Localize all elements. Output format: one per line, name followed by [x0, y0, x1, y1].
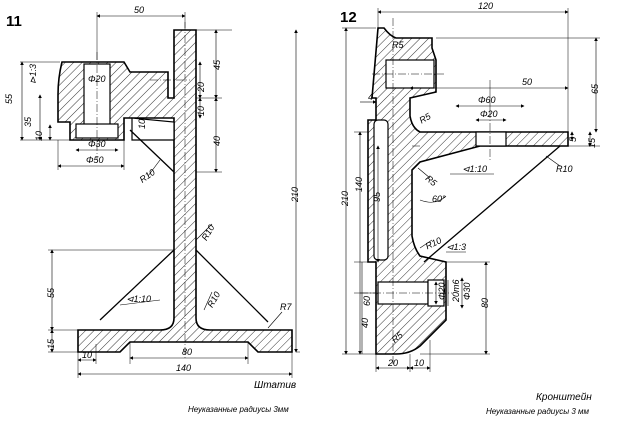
- dim-d30: Φ30: [88, 139, 106, 149]
- dim-slope-1-3: ⊳1:3: [28, 64, 38, 84]
- dim-top-50: 50: [134, 5, 144, 15]
- dim-w20: 20: [387, 358, 398, 368]
- dim-h15: 15: [46, 338, 56, 349]
- figure-11-stand: 11 50 Φ20 55 35 10 ⊳1:3 Φ30: [4, 5, 300, 414]
- figure-11-note: Неуказанные радиусы 3мм: [188, 405, 289, 414]
- dim-r7: R7: [280, 302, 292, 312]
- figure-12-bracket: 12 120 R5 65 50 Φ60: [340, 1, 600, 416]
- gusset-rib-line: [423, 145, 561, 263]
- arm-bore-d20: [475, 131, 507, 147]
- dim-h65: 65: [590, 83, 600, 94]
- dim-h80: 80: [480, 298, 490, 308]
- dim-h15: 15: [587, 137, 597, 148]
- dim-d50: Φ50: [86, 155, 104, 165]
- dim-angle-60: 60°: [432, 194, 446, 204]
- figure-12-title: Кронштейн: [536, 392, 592, 403]
- dim-w10: 10: [414, 358, 424, 368]
- dim-h5: 5: [568, 136, 578, 142]
- dim-h210: 210: [340, 191, 350, 207]
- dim-d20-low: Φ20: [437, 282, 447, 300]
- dim-d60: Φ60: [478, 95, 496, 105]
- figure-11-number: 11: [6, 13, 22, 30]
- dim-h95: 95: [372, 191, 382, 202]
- dim-r10-mid: R10: [200, 223, 217, 242]
- dim-d20: Φ20: [88, 74, 106, 84]
- figure-12-note: Неуказанные радиусы 3 мм: [486, 407, 589, 416]
- dim-w10: 10: [82, 350, 92, 360]
- dim-slope-1-3: ⊲1:3: [446, 242, 466, 252]
- dim-left-10: 10: [34, 131, 44, 141]
- dim-h40: 40: [360, 318, 370, 328]
- figure-12-number: 12: [340, 9, 357, 26]
- dim-h210: 210: [290, 187, 300, 203]
- dim-r10-web: R10: [138, 167, 157, 185]
- dim-w120: 120: [478, 1, 493, 11]
- dim-taper-1-10: ⊲1:10: [462, 164, 487, 174]
- dim-r10-arm: R10: [556, 164, 573, 174]
- dim-v10: 10: [196, 106, 206, 116]
- bracket-body-section: [367, 27, 569, 355]
- dim-left-35: 35: [23, 116, 33, 127]
- left-rib-line: [99, 249, 175, 321]
- dim-d30: Φ30: [462, 282, 472, 300]
- dim-v45: 45: [212, 59, 222, 70]
- dim-v40: 40: [212, 136, 222, 146]
- dim-r5-web: R5: [424, 173, 440, 189]
- dim-w140: 140: [176, 363, 191, 373]
- dim-h140: 140: [354, 177, 364, 192]
- stand-body-section: [57, 29, 293, 353]
- dim-w80: 80: [182, 347, 192, 357]
- dim-left-55: 55: [4, 93, 14, 104]
- dim-v20: 20: [196, 82, 206, 93]
- dim-w50: 50: [522, 77, 532, 87]
- figure-11-title: Штатив: [254, 380, 296, 391]
- dim-taper-1-10: ⊲1:10: [126, 294, 151, 304]
- dim-r10-low: R10: [205, 290, 222, 309]
- upper-rib-line: [129, 129, 175, 173]
- dim-r5-mid: R5: [418, 111, 434, 126]
- dim-v10-inner: 10: [137, 119, 147, 129]
- dim-d20-m6: 20m6: [451, 279, 461, 303]
- bracket-slot: [373, 119, 389, 261]
- dim-h55-low: 55: [46, 287, 56, 298]
- right-rib-line: [195, 249, 269, 323]
- dim-r5-top: R5: [392, 40, 404, 50]
- dim-w4: 4: [368, 92, 373, 102]
- dim-h60: 60: [362, 296, 372, 306]
- dim-d20-arm: Φ20: [480, 109, 498, 119]
